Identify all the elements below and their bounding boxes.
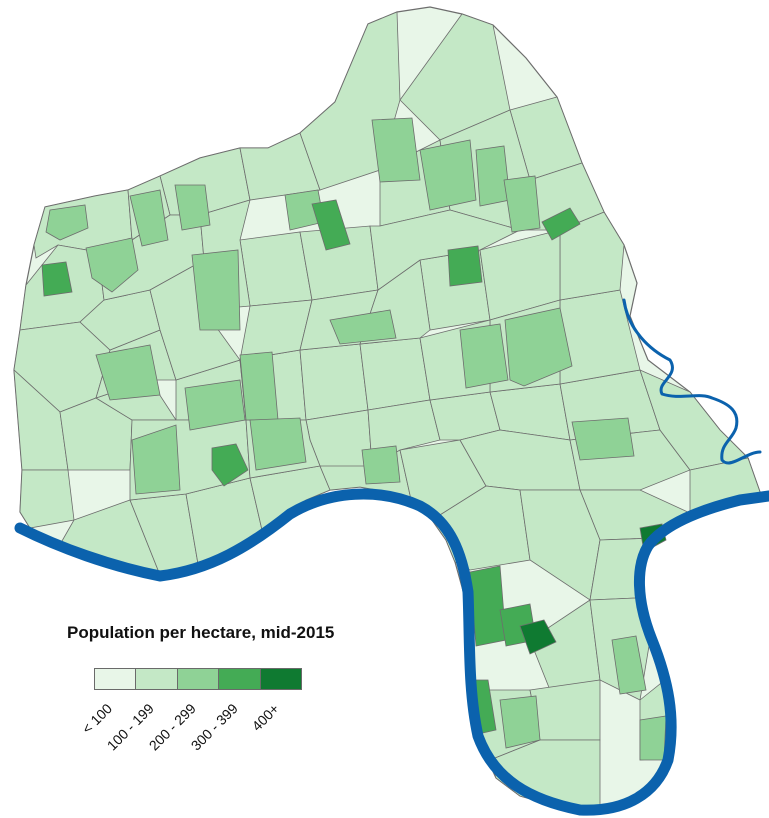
ward-area <box>519 619 557 655</box>
legend-swatch-400-plus <box>259 668 302 690</box>
ward-area <box>504 307 573 387</box>
ward-area <box>399 13 511 141</box>
ward-area <box>371 117 421 183</box>
ward-area <box>541 207 581 241</box>
ward-area <box>503 175 541 233</box>
legend-swatch-lt-100 <box>94 668 137 690</box>
legend-swatch-200-299 <box>176 668 220 690</box>
ward-area <box>361 445 401 485</box>
ward-area <box>311 199 351 251</box>
ward-area <box>174 184 211 231</box>
ward-area <box>131 424 181 495</box>
ward-area <box>419 139 477 211</box>
ward-area <box>239 231 313 307</box>
ward-area <box>639 715 667 761</box>
ward-area <box>369 209 522 291</box>
ward-area <box>184 379 246 431</box>
legend-swatch-100-199 <box>135 668 178 690</box>
ward-area <box>191 249 241 331</box>
ward-area <box>529 679 601 741</box>
ward-area <box>85 237 139 293</box>
legend-swatch-300-399 <box>218 668 261 690</box>
ward-area <box>95 344 161 401</box>
legend-title: Population per hectare, mid-2015 <box>67 623 335 642</box>
ward-area <box>239 351 279 421</box>
ward-polygons <box>13 11 761 809</box>
ward-area <box>469 565 507 647</box>
ward-area <box>299 343 369 421</box>
ward-area <box>571 417 635 461</box>
ward-area <box>329 309 397 345</box>
ward-area <box>249 417 307 471</box>
ward-area <box>129 189 169 247</box>
ward-area <box>447 245 483 287</box>
ward-area <box>359 337 431 411</box>
ward-area <box>211 443 249 487</box>
ward-area <box>459 323 509 389</box>
legend-swatches <box>94 668 302 690</box>
ward-area <box>41 261 73 297</box>
ward-area <box>19 469 75 529</box>
ward-area <box>499 695 541 749</box>
river-tributary <box>622 298 762 465</box>
river-thames <box>14 488 769 816</box>
ward-area <box>475 145 511 207</box>
ward-area <box>45 204 89 241</box>
ward-area <box>611 635 647 695</box>
